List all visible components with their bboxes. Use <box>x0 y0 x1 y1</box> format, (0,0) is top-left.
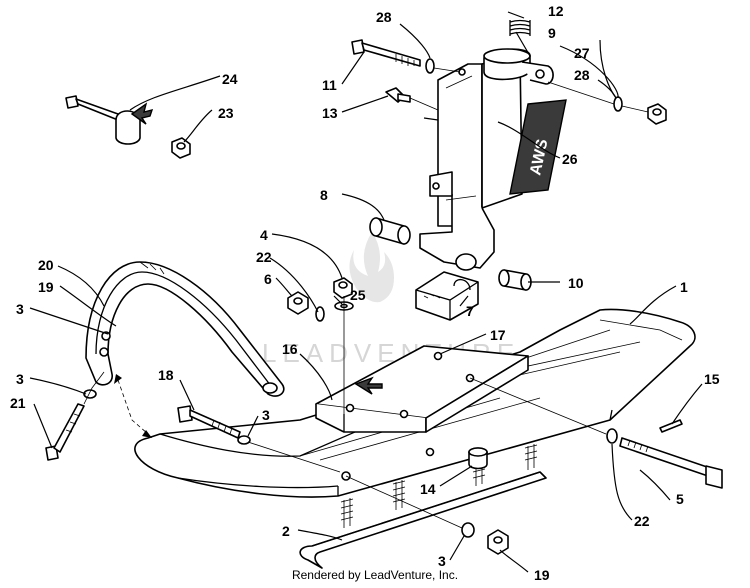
spring <box>509 19 531 36</box>
callout-28: 28 <box>574 67 590 83</box>
callout-4: 4 <box>260 227 268 243</box>
callout-1: 1 <box>680 279 688 295</box>
spacer <box>468 447 488 470</box>
callout-10: 10 <box>568 275 584 291</box>
bolt-11 <box>351 39 421 67</box>
callout-22: 22 <box>256 249 272 265</box>
credit-text: Rendered by LeadVenture, Inc. <box>291 568 459 582</box>
nut-4 <box>333 277 353 299</box>
callout-5: 5 <box>676 491 684 507</box>
bolt-21 <box>45 403 85 461</box>
callout-14: 14 <box>420 481 436 497</box>
rubber-block <box>415 271 479 321</box>
bolt-18 <box>177 405 241 439</box>
callout-3: 3 <box>438 553 446 569</box>
callout-19: 19 <box>534 567 550 583</box>
washer-28b <box>613 96 623 112</box>
callout-17: 17 <box>490 327 506 343</box>
nut-27 <box>647 103 667 125</box>
callout-25: 25 <box>350 287 366 303</box>
callout-28: 28 <box>376 9 392 25</box>
ski-loop <box>85 261 285 397</box>
bolt-5 <box>619 437 723 489</box>
callout-24: 24 <box>222 71 238 87</box>
callout-3: 3 <box>262 407 270 423</box>
callout-6: 6 <box>264 271 272 287</box>
washer-3c <box>237 435 251 445</box>
callout-labels: 1 2 3 3 3 3 4 5 6 7 8 9 10 11 12 13 14 1… <box>10 3 720 583</box>
spindle <box>419 48 554 271</box>
callout-20: 20 <box>38 257 54 273</box>
washer-3b <box>83 389 97 399</box>
washer-28a <box>425 58 435 74</box>
callout-2: 2 <box>282 523 290 539</box>
callout-22: 22 <box>634 513 650 529</box>
bushing-upper <box>369 217 411 245</box>
leader-lines <box>29 11 703 573</box>
wear-bar <box>299 444 547 569</box>
cotter-pin <box>659 419 683 433</box>
washer-3d <box>461 522 475 538</box>
callout-7: 7 <box>466 303 474 319</box>
callout-8: 8 <box>320 187 328 203</box>
grease-fitting <box>385 87 411 103</box>
callout-18: 18 <box>158 367 174 383</box>
nut-6 <box>287 291 309 315</box>
callout-26: 26 <box>562 151 578 167</box>
callout-21: 21 <box>10 395 26 411</box>
callout-15: 15 <box>704 371 720 387</box>
callout-19: 19 <box>38 279 54 295</box>
callout-27: 27 <box>574 45 590 61</box>
bushing-lower <box>498 269 532 291</box>
stop-bolt <box>65 95 154 145</box>
callout-12: 12 <box>548 3 564 19</box>
decal: AWS <box>509 99 567 195</box>
callout-16: 16 <box>282 341 298 357</box>
callout-13: 13 <box>322 105 338 121</box>
callout-3: 3 <box>16 371 24 387</box>
callout-23: 23 <box>218 105 234 121</box>
washer-22b <box>606 428 618 444</box>
callout-11: 11 <box>322 77 337 93</box>
callout-9: 9 <box>548 25 556 41</box>
stop-nut <box>171 137 191 159</box>
callout-3: 3 <box>16 301 24 317</box>
washer-22a <box>315 306 325 322</box>
nut-19b <box>487 529 509 555</box>
